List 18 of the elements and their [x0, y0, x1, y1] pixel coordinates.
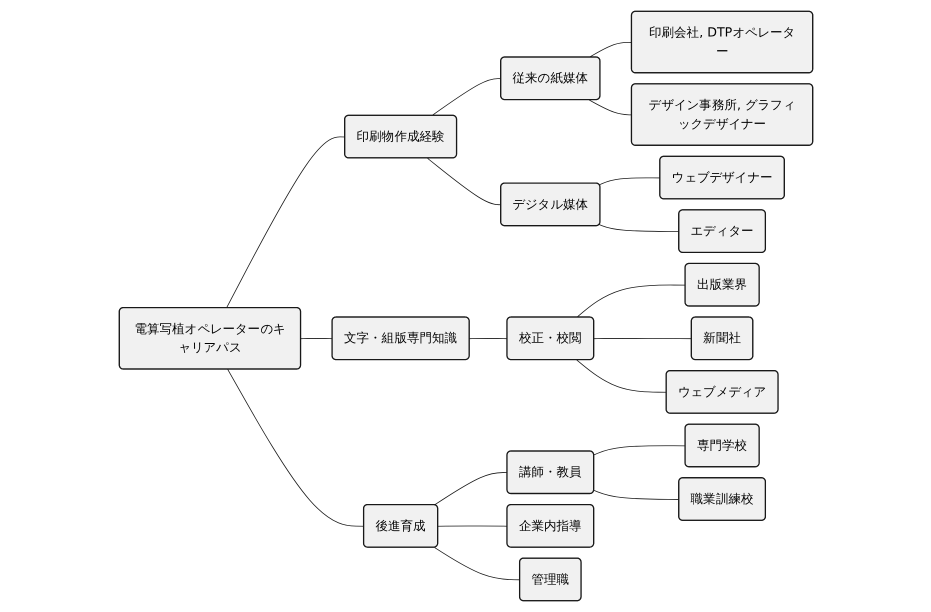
connector [226, 136, 345, 308]
connector [300, 338, 332, 340]
connector [598, 224, 680, 232]
connector [437, 526, 508, 527]
connector [426, 158, 501, 206]
connector [593, 490, 680, 500]
connector [430, 78, 501, 116]
connector [468, 338, 508, 340]
connector [593, 338, 692, 340]
connector [576, 360, 666, 393]
connector [434, 547, 520, 580]
connector [226, 369, 364, 527]
connector [588, 100, 632, 116]
connector [434, 472, 508, 506]
connector [598, 177, 660, 186]
connector [588, 42, 632, 58]
connector [593, 445, 686, 456]
connector [576, 284, 686, 318]
